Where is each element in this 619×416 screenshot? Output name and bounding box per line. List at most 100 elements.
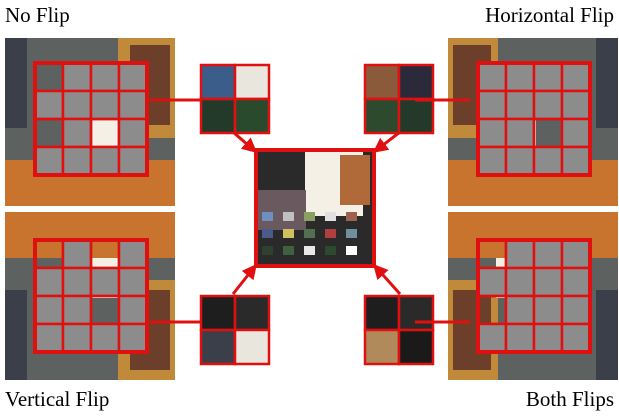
both-flips-label: Both Flips <box>525 387 614 411</box>
grid-cell <box>33 322 65 354</box>
crop-cell <box>363 294 401 332</box>
grid-cell <box>89 61 121 93</box>
vertical-flip-crop <box>199 294 271 366</box>
grid-cell <box>61 322 93 354</box>
grid-cell <box>89 266 121 298</box>
grid-cell <box>504 294 536 326</box>
grid-cell <box>532 61 564 93</box>
grid-cell <box>33 294 65 326</box>
color-square <box>283 246 294 255</box>
grid-cell <box>61 117 93 149</box>
grid-cell <box>532 145 564 177</box>
vertical-flip-arrow <box>231 263 258 295</box>
grid-cell <box>560 322 592 354</box>
crop-cell <box>363 63 401 101</box>
grid-frame <box>33 238 149 354</box>
both-flips-arrow <box>372 263 402 296</box>
grid-cell <box>117 117 149 149</box>
horizontal-flip-grid <box>476 61 592 177</box>
color-square <box>304 246 315 255</box>
color-square <box>283 212 294 221</box>
vertical-flip-grid <box>33 238 149 354</box>
grid-cell <box>33 266 65 298</box>
grid-cell <box>560 238 592 270</box>
grid-frame <box>33 61 149 177</box>
no-flip-crop <box>199 63 271 135</box>
grid-frame <box>476 238 592 354</box>
crop-cell <box>233 294 271 332</box>
grid-cell <box>560 89 592 121</box>
grid-cell <box>61 61 93 93</box>
crop-cell <box>363 97 401 135</box>
grid-cell <box>117 61 149 93</box>
no-flip-label: No Flip <box>5 3 70 27</box>
grid-cell <box>61 238 93 270</box>
both-flips-crop <box>363 294 435 366</box>
grid-cell <box>504 266 536 298</box>
crop-cell <box>199 328 237 366</box>
grid-cell <box>61 266 93 298</box>
no-flip-grid <box>33 61 149 177</box>
center-patch-squares <box>262 212 357 255</box>
crop-cell <box>199 294 237 332</box>
crop-cell <box>199 97 237 135</box>
center-patch <box>254 148 376 268</box>
grid-cell <box>476 89 508 121</box>
grid-cell <box>560 117 592 149</box>
crop-cell <box>397 328 435 366</box>
color-square <box>262 246 273 255</box>
color-square <box>325 246 336 255</box>
grid-cell <box>117 238 149 270</box>
horizontal-flip-arrow <box>372 130 401 154</box>
color-square <box>304 229 315 238</box>
crop-cell <box>233 63 271 101</box>
grid-cell <box>560 61 592 93</box>
grid-cell <box>117 89 149 121</box>
color-square <box>346 246 357 255</box>
grid-cell <box>504 145 536 177</box>
grid-cell <box>504 61 536 93</box>
grid-cell <box>33 89 65 121</box>
crop-cell <box>363 328 401 366</box>
grid-cell <box>504 89 536 121</box>
color-square <box>346 229 357 238</box>
grid-cell <box>117 266 149 298</box>
no-flip-arrow <box>232 130 258 154</box>
crop-cell <box>397 97 435 135</box>
both-flips-grid <box>476 238 592 354</box>
grid-cell <box>117 294 149 326</box>
color-square <box>262 229 273 238</box>
vertical-flip-label: Vertical Flip <box>5 387 110 411</box>
grid-cell <box>532 89 564 121</box>
color-square <box>325 212 336 221</box>
crop-cell <box>397 63 435 101</box>
grid-cell <box>504 322 536 354</box>
color-square <box>262 212 273 221</box>
horizontal-flip-label: Horizontal Flip <box>485 3 614 27</box>
grid-cell <box>89 89 121 121</box>
grid-cell <box>504 117 536 149</box>
grid-cell <box>61 145 93 177</box>
grid-cell <box>532 294 564 326</box>
grid-cell <box>504 238 536 270</box>
crop-cell <box>199 63 237 101</box>
grid-cell <box>117 322 149 354</box>
grid-cell <box>61 294 93 326</box>
color-square <box>283 229 294 238</box>
color-square <box>304 212 315 221</box>
grid-cell <box>532 238 564 270</box>
color-square <box>325 229 336 238</box>
grid-cell <box>476 145 508 177</box>
grid-cell <box>476 61 508 93</box>
grid-cell <box>33 145 65 177</box>
color-square <box>346 212 357 221</box>
grid-cell <box>532 322 564 354</box>
grid-cell <box>476 266 508 298</box>
grid-cell <box>89 322 121 354</box>
grid-cell <box>560 294 592 326</box>
grid-cell <box>560 266 592 298</box>
crop-cell <box>397 294 435 332</box>
crop-cell <box>233 328 271 366</box>
grid-cell <box>476 117 508 149</box>
